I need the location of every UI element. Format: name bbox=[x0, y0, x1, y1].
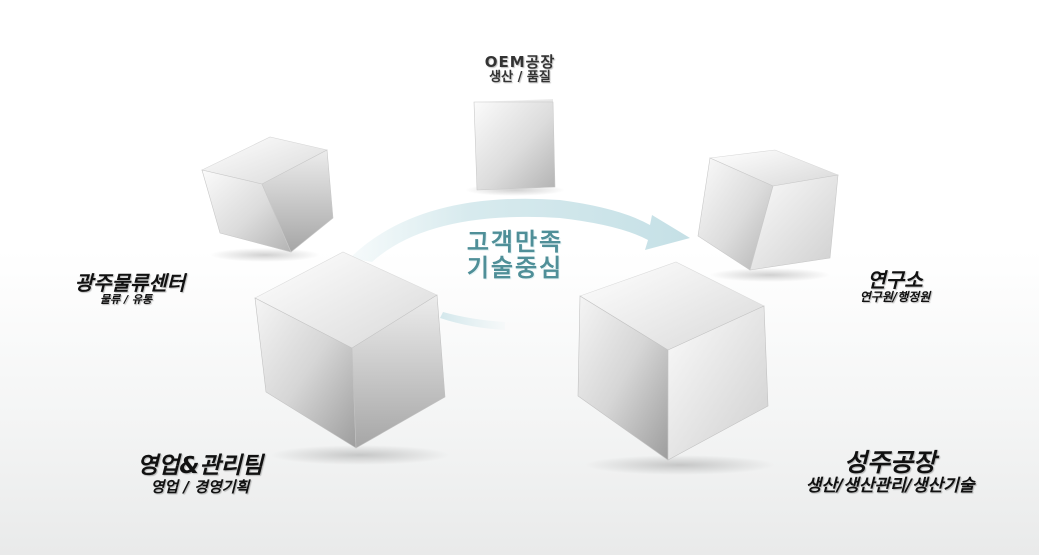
cube-oem bbox=[473, 99, 556, 191]
cube-gwangju bbox=[201, 136, 334, 253]
center-slogan-line2: 기술중심 bbox=[466, 254, 564, 283]
center-slogan-line1: 고객만족 bbox=[466, 228, 564, 256]
cube-sales bbox=[254, 251, 446, 449]
label-gwangju: 광주물류센터 물류 / 유통 bbox=[30, 272, 230, 306]
label-seongju: 성주공장 생산/생산관리/생산기술 bbox=[745, 449, 1035, 495]
label-seongju-title: 성주공장 bbox=[843, 448, 936, 477]
cycle-arrow-top bbox=[350, 198, 690, 262]
label-sales: 영업&관리팀 영업 / 경영기획 bbox=[90, 453, 310, 497]
label-oem: OEM공장 생산 / 품질 bbox=[455, 54, 585, 85]
label-oem-title: OEM공장 bbox=[484, 53, 556, 71]
label-lab: 연구소 연구원/행정원 bbox=[815, 269, 975, 304]
label-lab-subtitle: 연구원/행정원 bbox=[859, 290, 931, 304]
label-sales-subtitle: 영업 / 경영기획 bbox=[150, 478, 250, 497]
center-slogan: 고객만족 기술중심 bbox=[415, 229, 615, 282]
cube-lab bbox=[697, 149, 840, 271]
label-gwangju-subtitle: 물류 / 유통 bbox=[100, 293, 153, 306]
label-lab-title: 연구소 bbox=[867, 268, 923, 292]
label-seongju-subtitle: 생산/생산관리/생산기술 bbox=[805, 475, 975, 496]
cycle-arrows bbox=[350, 198, 690, 330]
cube-seongju bbox=[577, 261, 769, 461]
label-oem-subtitle: 생산 / 품질 bbox=[489, 69, 551, 85]
label-sales-title: 영업&관리팀 bbox=[137, 453, 263, 479]
label-gwangju-title: 광주물류센터 bbox=[74, 271, 186, 295]
cycle-arrow-bottom bbox=[440, 312, 505, 330]
